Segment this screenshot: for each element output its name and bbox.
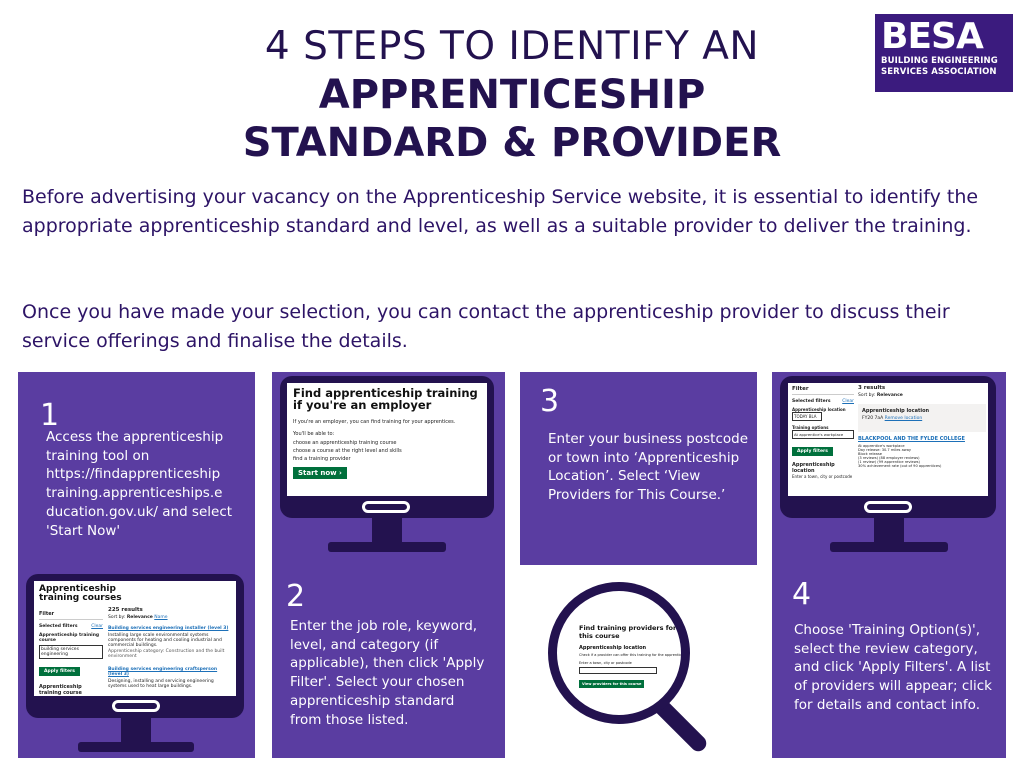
step-2-text: Enter the job role, keyword, level, and …	[290, 618, 485, 728]
screen-4-selected-row: Selected filters Clear	[792, 399, 854, 404]
magnifier-icon: Find training providers for this course …	[548, 582, 690, 724]
logo-line-2: SERVICES ASSOCIATION	[881, 67, 997, 77]
screen-1-bullet-3: find a training provider	[293, 456, 351, 462]
screen-2-results-col: 225 results Sort by: Relevance Name Buil…	[108, 607, 232, 689]
monitor-2-neck	[121, 718, 151, 744]
monitor-2-base	[78, 742, 194, 752]
screen-4-loc2-hint: Enter a town, city or postcode	[792, 474, 853, 479]
screen-2-training-label: Apprenticeship training course	[39, 684, 82, 696]
monitor-1-neck	[372, 518, 402, 543]
step-1-panel: 1 Access the apprenticeship training too…	[18, 372, 255, 565]
monitor-4-button	[864, 501, 912, 513]
title-line-1: 4 STEPS TO IDENTIFY AN	[264, 24, 760, 69]
screen-2-result-2[interactable]: Building services engineering craftspers…	[108, 667, 218, 677]
step-3-text: Enter your business postcode or town int…	[548, 431, 749, 504]
screen-2-keyword-label: Apprenticeship training course	[39, 633, 100, 643]
screen-4-selected: Selected filters	[792, 399, 831, 404]
screen-2-selected-row: Selected filters Clear	[39, 624, 103, 629]
screen-4-results-col: 3 results Sort by: Relevance Apprentices…	[858, 385, 986, 468]
screen-2-sort: Sort by:	[108, 615, 126, 620]
screen-2-results: 225 results	[108, 607, 143, 613]
screen-4-line-4: (3 reviews) (88 employer reviews)	[858, 456, 920, 460]
screen-1-heading: Find apprenticeship training if you're a…	[293, 386, 478, 412]
screen-3-location-label: Apprenticeship location	[579, 645, 647, 651]
screen-3-input-hint: Enter a town, city or postcode	[579, 661, 632, 665]
logo-line-1: BUILDING ENGINEERING	[881, 56, 998, 66]
step-1-text: Access the apprenticeship training tool …	[46, 429, 233, 539]
besa-logo: BESA BUILDING ENGINEERING SERVICES ASSOC…	[875, 14, 1013, 92]
step-2-number: 2	[286, 579, 306, 614]
screen-4-provider-link[interactable]: BLACKPOOL AND THE FYLDE COLLEGE	[858, 436, 965, 442]
screen-4-location-box: Apprenticeship location FY20 7aA Remove …	[858, 404, 986, 432]
screen-4-line-3: Block release	[858, 452, 882, 456]
screen-2-keyword-input[interactable]: building services engineering	[39, 645, 103, 659]
step-2-panel: 2 Enter the job role, keyword, level, an…	[272, 565, 505, 758]
monitor-4-screen: Filter Selected filters Clear Apprentice…	[788, 383, 988, 496]
monitor-2-screen: Apprenticeship training courses Filter S…	[34, 581, 236, 696]
monitor-1-button	[362, 501, 410, 513]
monitor-2-button	[112, 700, 160, 712]
title-line-3: STANDARD & PROVIDER	[242, 120, 782, 166]
screen-4-loc-label: Apprenticeship location	[792, 407, 846, 412]
monitor-1-screen: Find apprenticeship training if you're a…	[287, 383, 487, 496]
logo-word: BESA	[881, 16, 984, 57]
screen-1-able: You'll be able to:	[293, 431, 335, 437]
step-4-panel: 4 Choose 'Training Option(s)', select th…	[772, 565, 1006, 758]
screen-4-remove-location[interactable]: Remove location	[884, 416, 923, 421]
screen-2-heading: Apprenticeship training courses	[39, 584, 122, 603]
step-4-text: Choose 'Training Option(s)', select the …	[794, 622, 993, 713]
screen-4-clear[interactable]: Clear	[842, 399, 854, 404]
screen-4-loc-input[interactable]: TODAY BLA	[792, 412, 822, 421]
screen-2-selected: Selected filters	[39, 624, 78, 629]
monitor-4-neck	[874, 518, 904, 543]
screen-2-result-2-desc: Designing, installing and servicing engi…	[108, 679, 214, 689]
screen-2-filter: Filter	[39, 611, 103, 620]
screen-4-line-6: 30% achievement rate (out of 90 apprenti…	[858, 464, 942, 468]
screen-4-sort-value: Relevance	[876, 393, 903, 398]
screen-2-sort-row: Sort by: Relevance Name	[108, 615, 232, 620]
screen-4-line-5: (1 review) (99 apprentice reviews)	[858, 460, 920, 464]
screen-4-loc2-label: Apprenticeship location	[792, 462, 835, 474]
screen-4-sort: Sort by:	[858, 393, 876, 398]
monitor-4-base	[830, 542, 948, 552]
screen-3-location-hint: Check if a provider can offer this train…	[579, 653, 682, 657]
screen-4-sort-row: Sort by: Relevance	[858, 393, 986, 398]
screen-3-location-input[interactable]	[579, 667, 657, 674]
intro-paragraph-1: Before advertising your vacancy on the A…	[22, 186, 979, 237]
screen-4-loc-box-value: FY20 7aA	[862, 416, 884, 421]
step-3-panel: 3 Enter your business postcode or town i…	[520, 372, 757, 565]
screen-4-training-select[interactable]: At apprentice's workplace	[792, 430, 854, 439]
title-line-2: APPRENTICESHIP	[318, 72, 706, 118]
monitor-1-base	[328, 542, 446, 552]
screen-4-results: 3 results	[858, 385, 886, 391]
screen-3-heading: Find training providers for this course	[579, 624, 677, 640]
step-1-number: 1	[40, 398, 60, 433]
screen-3-content: Find training providers for this course …	[579, 624, 682, 688]
screen-4-filter-col: Filter Selected filters Clear Apprentice…	[792, 386, 854, 479]
screen-2-result-1-more: Apprenticeship category: Construction an…	[108, 649, 225, 659]
screen-1-intro: If you're an employer, you can find trai…	[293, 419, 456, 425]
screen-2-result-1[interactable]: Building services engineering installer …	[108, 626, 229, 631]
screen-4-loc-box-row: FY20 7aA Remove location	[862, 416, 982, 421]
screen-4-filter: Filter	[792, 386, 854, 395]
screen-3-view-providers-button[interactable]: View providers for this course	[579, 680, 645, 688]
step-3-number: 3	[540, 384, 560, 419]
intro-paragraph-2: Once you have made your selection, you c…	[22, 301, 950, 352]
screen-2-clear[interactable]: Clear	[91, 624, 103, 629]
screen-1-start-button[interactable]: Start now ›	[293, 467, 347, 479]
screen-4-line-2: Day release: 30.7 miles away	[858, 448, 912, 452]
screen-4-apply-button[interactable]: Apply filters	[792, 447, 833, 456]
screen-4-loc-box-label: Apprenticeship location	[862, 408, 930, 414]
screen-4-line-1: At apprentice's workplace	[858, 444, 905, 448]
screen-1-bullet-2: choose a course at the right level and s…	[293, 448, 402, 454]
step-4-number: 4	[792, 577, 812, 612]
screen-2-sort-alt[interactable]: Name	[154, 615, 168, 620]
screen-4-training-options: Training options	[792, 425, 829, 430]
screen-1-bullet-1: choose an apprenticeship training course	[293, 440, 397, 446]
screen-2-filter-col: Filter Selected filters Clear Apprentice…	[39, 611, 103, 696]
screen-2-sort-value: Relevance	[126, 615, 153, 620]
screen-2-apply-button[interactable]: Apply filters	[39, 667, 80, 676]
screen-2-result-1-desc: Installing large scale environmental sys…	[108, 633, 222, 648]
